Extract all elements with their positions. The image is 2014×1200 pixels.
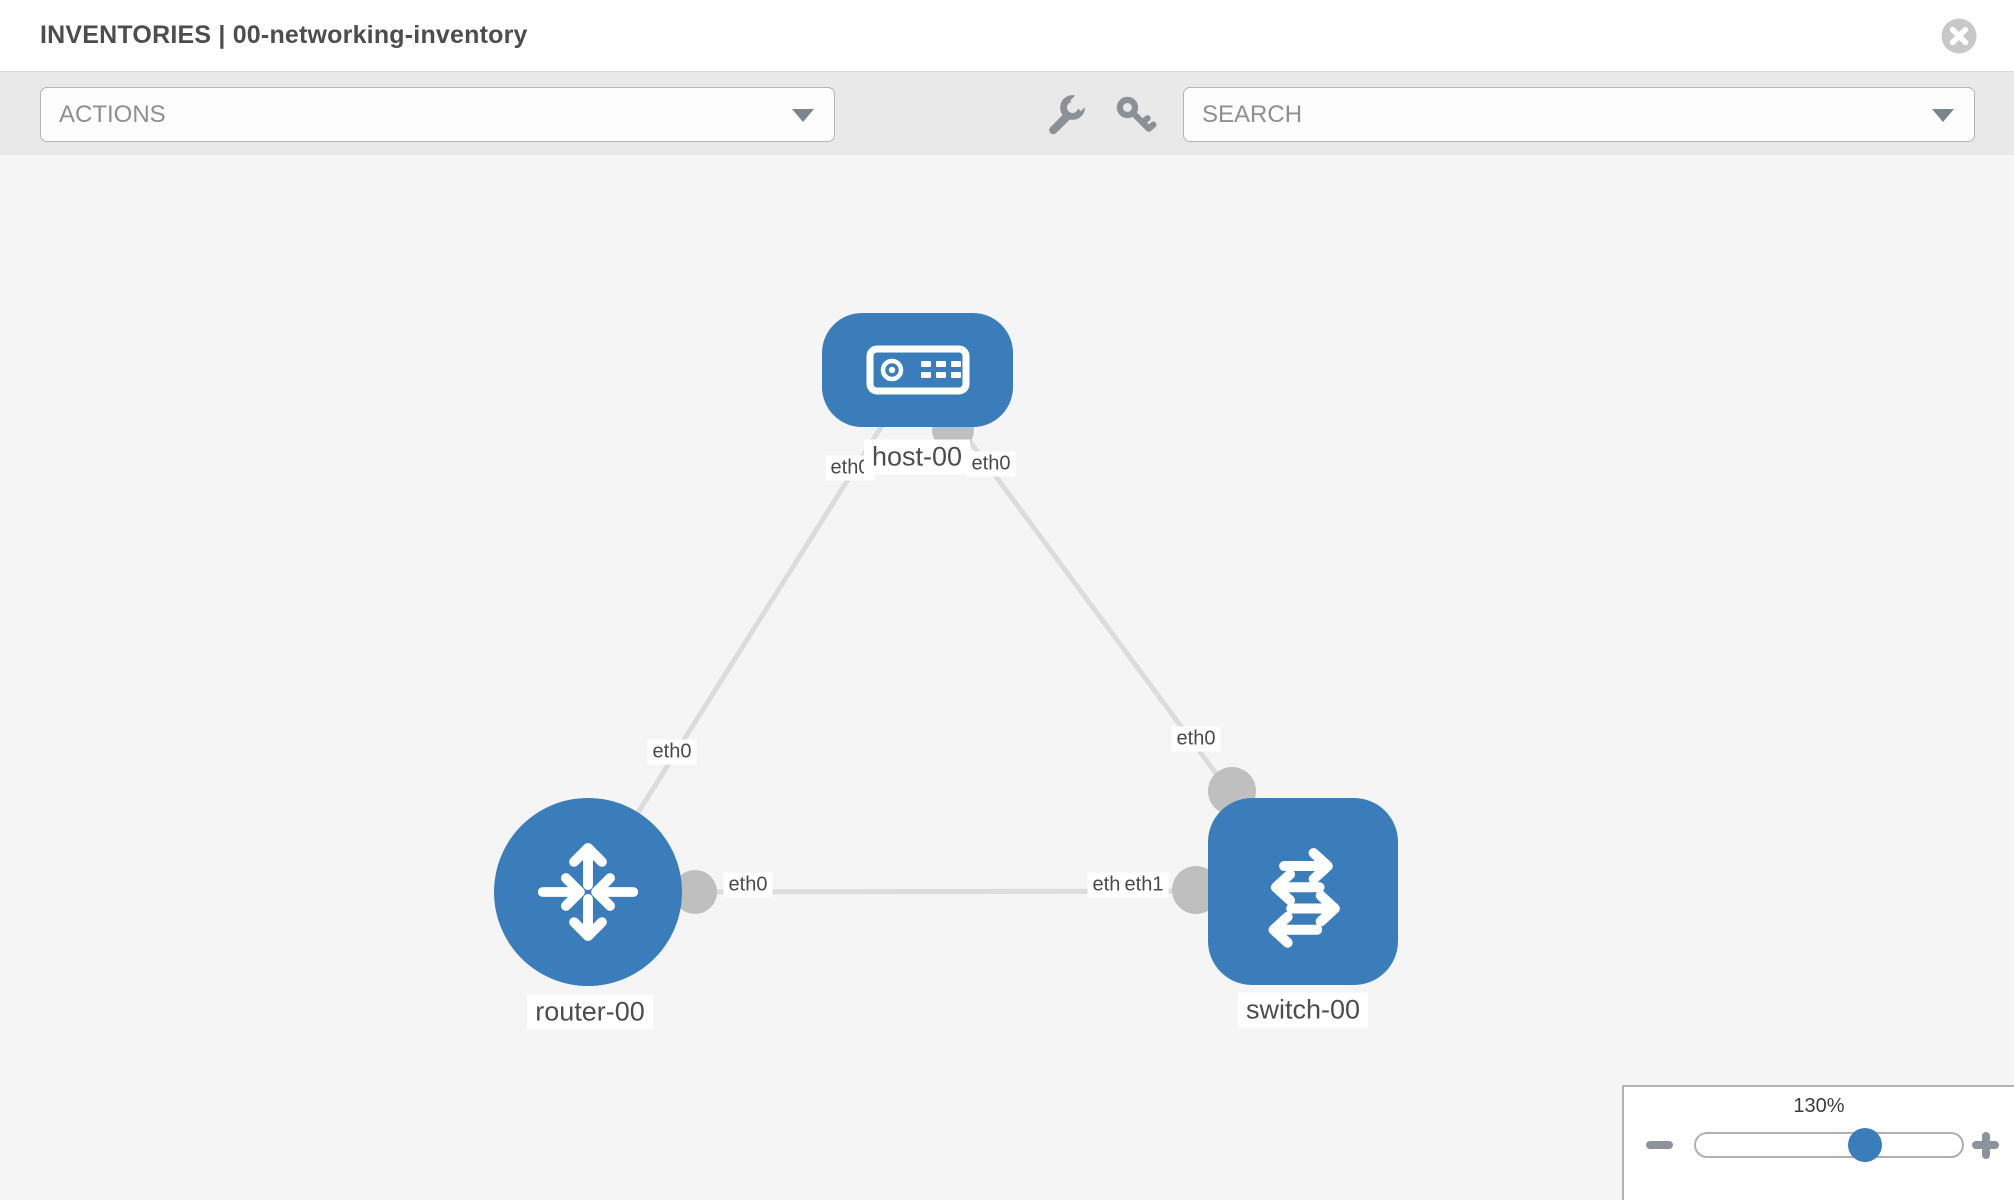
zoom-level-value: 130% (1793, 1095, 1845, 1117)
node-switch-00[interactable] (1208, 798, 1398, 985)
node-label-switch: switch-00 (1237, 992, 1369, 1028)
wrench-icon (1049, 89, 1092, 135)
zoom-in-button[interactable] (1964, 1125, 2008, 1165)
actions-dropdown-label: ACTIONS (59, 100, 166, 128)
switch-icon (1268, 847, 1340, 948)
close-button[interactable] (1940, 17, 1978, 55)
topology-canvas[interactable]: host-00 router-00 switch-00 eth0 eth0 et… (0, 155, 2014, 1200)
search-label: SEARCH (1202, 100, 1303, 128)
iface-label-router-to-host: eth0 (647, 739, 697, 765)
interface-connector (673, 870, 717, 914)
minus-icon (1646, 1141, 1673, 1149)
node-label-router: router-00 (527, 994, 653, 1030)
search-dropdown[interactable]: SEARCH (1183, 87, 1975, 142)
page-title: INVENTORIES | 00-networking-inventory (40, 21, 528, 49)
iface-label-router-to-switch: eth0 (723, 872, 773, 898)
iface-label-switch-to-router: eth1 (1119, 872, 1169, 898)
router-icon (537, 842, 639, 942)
zoom-slider-track[interactable] (1694, 1132, 1964, 1158)
adhoc-commands-button[interactable] (1042, 89, 1092, 137)
zoom-out-button[interactable] (1638, 1125, 1682, 1165)
zoom-panel: 130% (1622, 1085, 2014, 1200)
node-label-host: host-00 (863, 439, 971, 475)
iface-label-host-to-switch: eth0 (966, 451, 1016, 477)
credentials-button[interactable] (1112, 93, 1158, 137)
close-icon (1941, 18, 1977, 54)
zoom-slider-handle[interactable] (1848, 1128, 1882, 1162)
server-icon (866, 345, 969, 395)
topology-links-layer (585, 368, 1306, 914)
node-router-00[interactable] (494, 798, 682, 986)
iface-label-switch-to-host: eth0 (1171, 726, 1221, 752)
node-host-00[interactable] (822, 313, 1013, 427)
chevron-down-icon (792, 108, 814, 122)
key-icon (1116, 96, 1157, 132)
toolbar: ACTIONS SEARCH (0, 72, 2014, 156)
chevron-down-icon (1932, 108, 1954, 122)
plus-icon (1981, 1131, 1990, 1159)
actions-dropdown[interactable]: ACTIONS (40, 87, 835, 142)
header: INVENTORIES | 00-networking-inventory (0, 0, 2014, 72)
